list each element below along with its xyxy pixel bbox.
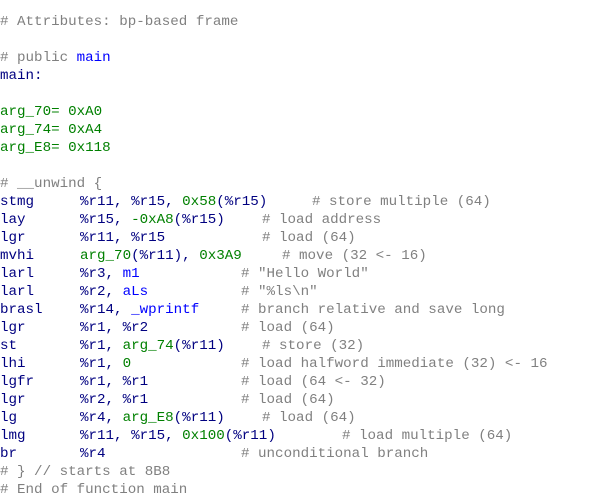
- mnemonic: mvhi: [0, 248, 35, 264]
- instruction-comment: # store multiple (64): [312, 194, 491, 210]
- attributes-comment: # Attributes: bp-based frame: [0, 14, 239, 30]
- instruction-comment: # load (64): [241, 392, 335, 408]
- arg-value: 0x118: [68, 140, 111, 156]
- instruction-comment: # load (64): [262, 230, 356, 246]
- numeric-operand[interactable]: arg_E8: [122, 410, 174, 426]
- numeric-operand[interactable]: -0xA8: [131, 212, 174, 228]
- operands: %r3, m1: [80, 265, 140, 283]
- mnemonic: lg: [0, 410, 18, 426]
- numeric-operand[interactable]: 0x3A9: [199, 248, 242, 264]
- mnemonic: lgfr: [0, 374, 35, 390]
- mnemonic: br: [0, 446, 18, 462]
- mnemonic: larl: [0, 266, 35, 282]
- operands: %r11, %r15: [80, 229, 165, 247]
- operands: %r1, %r2: [80, 319, 148, 337]
- numeric-operand[interactable]: arg_74: [122, 338, 174, 354]
- unwind-end-comment: # } // starts at 8B8: [0, 464, 171, 480]
- instruction-comment: # store (32): [262, 338, 365, 354]
- numeric-operand[interactable]: 0x100: [182, 428, 225, 444]
- arg-name[interactable]: arg_70: [0, 104, 52, 120]
- instruction-comment: # load multiple (64): [342, 428, 513, 444]
- register-operands: %r3,: [80, 266, 123, 282]
- register-operands: %r14,: [80, 302, 132, 318]
- arg-definition: arg_70= 0xA0: [0, 104, 103, 120]
- numeric-operand[interactable]: 0: [122, 356, 132, 372]
- register-operands: %r1, %r1: [80, 374, 149, 390]
- mnemonic: lhi: [0, 356, 26, 372]
- numeric-operand[interactable]: arg_70: [80, 248, 132, 264]
- instruction-comment: # load (64): [241, 320, 335, 336]
- operands: %r4, arg_E8(%r11): [80, 409, 225, 427]
- mnemonic: brasl: [0, 302, 43, 318]
- symbol-reference[interactable]: _wprintf: [131, 302, 200, 318]
- register-operands: %r4,: [80, 410, 123, 426]
- operands: %r14, _wprintf: [80, 301, 199, 319]
- symbol-reference[interactable]: m1: [122, 266, 140, 282]
- base-register: (%r11),: [131, 248, 200, 264]
- arg-value: 0xA4: [68, 122, 103, 138]
- operands: %r11, %r15, 0x100(%r11): [80, 427, 276, 445]
- symbol-reference[interactable]: aLs: [122, 284, 149, 300]
- operands: %r11, %r15, 0x58(%r15): [80, 193, 267, 211]
- operands: %r2, %r1: [80, 391, 148, 409]
- register-operands: %r2, %r1: [80, 392, 149, 408]
- base-register: (%r15): [216, 194, 268, 210]
- mnemonic: lmg: [0, 428, 26, 444]
- mnemonic: lgr: [0, 320, 26, 336]
- mnemonic: lgr: [0, 392, 26, 408]
- instruction-comment: # load (64): [262, 410, 356, 426]
- register-operands: %r4: [80, 446, 106, 462]
- instruction-comment: # load address: [262, 212, 382, 228]
- numeric-operand[interactable]: 0x58: [182, 194, 217, 210]
- operands: %r1, arg_74(%r11): [80, 337, 225, 355]
- mnemonic: lay: [0, 212, 26, 228]
- function-label[interactable]: main:: [0, 68, 43, 84]
- operands: %r4: [80, 445, 106, 463]
- register-operands: %r11, %r15,: [80, 428, 183, 444]
- mnemonic: stmg: [0, 194, 35, 210]
- mnemonic: larl: [0, 284, 35, 300]
- register-operands: %r15,: [80, 212, 132, 228]
- register-operands: %r11, %r15,: [80, 194, 183, 210]
- instruction-comment: # "%ls\n": [241, 284, 318, 300]
- register-operands: %r1,: [80, 338, 123, 354]
- instruction-comment: # move (32 <- 16): [282, 248, 427, 264]
- operands: %r15, -0xA8(%r15): [80, 211, 225, 229]
- register-operands: %r1, %r2: [80, 320, 149, 336]
- base-register: (%r15): [173, 212, 225, 228]
- public-comment: # public: [0, 50, 77, 66]
- unwind-comment: # __unwind {: [0, 176, 103, 192]
- arg-definition: arg_74= 0xA4: [0, 122, 103, 138]
- operands: arg_70(%r11), 0x3A9: [80, 247, 242, 265]
- register-operands: %r11, %r15: [80, 230, 166, 246]
- mnemonic: lgr: [0, 230, 26, 246]
- base-register: (%r11): [173, 338, 225, 354]
- register-operands: %r1,: [80, 356, 123, 372]
- base-register: (%r11): [224, 428, 276, 444]
- arg-definition: arg_E8= 0x118: [0, 140, 111, 156]
- arg-name[interactable]: arg_E8: [0, 140, 52, 156]
- arg-value: 0xA0: [68, 104, 103, 120]
- instruction-comment: # "Hello World": [241, 266, 369, 282]
- instruction-comment: # unconditional branch: [241, 446, 429, 462]
- mnemonic: st: [0, 338, 18, 354]
- instruction-comment: # load (64 <- 32): [241, 374, 386, 390]
- arg-name[interactable]: arg_74: [0, 122, 52, 138]
- operands: %r1, %r1: [80, 373, 148, 391]
- public-declaration: # public main: [0, 49, 111, 67]
- register-operands: %r2,: [80, 284, 123, 300]
- instruction-comment: # branch relative and save long: [241, 302, 505, 318]
- end-function-comment: # End of function main: [0, 482, 188, 498]
- instruction-comment: # load halfword immediate (32) <- 16: [241, 356, 548, 372]
- operands: %r1, 0: [80, 355, 131, 373]
- public-function-name[interactable]: main: [76, 50, 111, 66]
- operands: %r2, aLs: [80, 283, 148, 301]
- base-register: (%r11): [173, 410, 225, 426]
